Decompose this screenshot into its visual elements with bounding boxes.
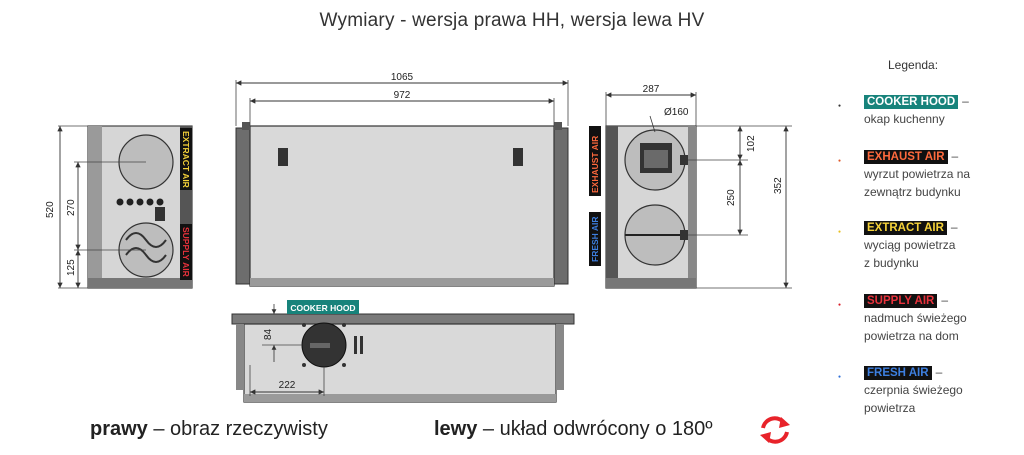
legend-tag: FRESH AIR <box>864 366 932 380</box>
legend-bullet-icon: ● <box>838 302 842 308</box>
legend-item: ● SUPPLY AIR– nadmuch świeżego powietrza na… <box>838 291 1018 345</box>
legend-description: powietrza na dom <box>864 329 959 343</box>
legend-heading: Legenda: <box>888 58 939 72</box>
legend-description: powietrza <box>864 401 916 415</box>
page-title: Wymiary - wersja prawa HH, wersja lewa H… <box>319 10 705 31</box>
legend-dash: – <box>950 220 958 234</box>
legend-description: czerpnia świeżego <box>864 383 963 397</box>
legend-item: ● EXHAUST AIR– wyrzut powietrza na zewnątrz… <box>838 147 1018 201</box>
caption-right: prawy – obraz rzeczywisty <box>90 418 328 441</box>
caption-left-text: – układ odwrócony o 180º <box>477 418 713 440</box>
legend-tag: EXHAUST AIR <box>864 150 948 164</box>
dim-left-125: 125 <box>66 259 77 276</box>
dim-height-520: 520 <box>45 201 56 218</box>
legend-item: ● FRESH AIR– czerpnia świeżego powietrza <box>838 363 1018 417</box>
left-extract-label: EXTRACT AIR <box>181 131 191 188</box>
dim-depth: 287 <box>643 84 660 95</box>
legend-item: ● EXTRACT AIR– wyciąg powietrza z budynku <box>838 218 1018 272</box>
legend-item: ● COOKER HOOD– okap kuchenny <box>838 92 1018 128</box>
dim-body-width: 972 <box>394 90 411 101</box>
legend-bullet-icon: ● <box>838 103 842 109</box>
legend-description: wyrzut powietrza na <box>864 167 971 181</box>
dim-total-width: 1065 <box>391 72 414 83</box>
legend-dash: – <box>935 365 943 379</box>
legend-bullet-icon: ● <box>838 374 842 380</box>
left-supply-label: SUPPLY AIR <box>181 227 191 277</box>
dim-right-102: 102 <box>746 135 757 152</box>
dim-bottom-222: 222 <box>279 380 296 391</box>
right-fresh-label: FRESH AIR <box>590 217 600 263</box>
legend-description: wyciąg powietrza <box>864 238 956 252</box>
legend-dash: – <box>941 293 949 307</box>
caption-left: lewy – układ odwrócony o 180º <box>434 418 713 441</box>
dim-duct-diameter: Ø160 <box>664 107 689 118</box>
left-side-view: EXTRACT AIR SUPPLY AIR 520 270 125 <box>45 125 193 289</box>
legend-bullet-icon: ● <box>838 229 842 235</box>
caption-left-bold: lewy <box>434 418 478 440</box>
dim-right-352: 352 <box>773 177 784 194</box>
legend-description: zewnątrz budynku <box>864 185 961 199</box>
legend-bullet-icon: ● <box>838 158 842 164</box>
legend-tag: SUPPLY AIR <box>864 294 938 308</box>
dim-right-250: 250 <box>726 189 737 206</box>
dim-left-270: 270 <box>66 199 77 216</box>
legend-description: z budynku <box>864 256 919 270</box>
legend-tag: COOKER HOOD <box>864 95 959 109</box>
right-exhaust-label: EXHAUST AIR <box>590 136 600 193</box>
legend-dash: – <box>951 149 959 163</box>
right-side-view: EXHAUST AIR FRESH AIR 287 Ø160 102 250 3… <box>589 84 792 289</box>
bottom-cooker-hood-label: COOKER HOOD <box>290 303 355 313</box>
legend-description: nadmuch świeżego <box>864 311 967 325</box>
rotate-180-icon <box>760 416 790 444</box>
caption-right-bold: prawy <box>90 418 148 440</box>
legend-tag: EXTRACT AIR <box>864 221 947 235</box>
bottom-view: COOKER HOOD 84 222 <box>231 300 575 403</box>
front-view: 1065 972 <box>235 72 569 287</box>
dim-bottom-84: 84 <box>263 328 274 340</box>
legend-description: okap kuchenny <box>864 112 945 126</box>
legend-dash: – <box>962 94 969 108</box>
caption-right-text: – obraz rzeczywisty <box>147 418 328 440</box>
